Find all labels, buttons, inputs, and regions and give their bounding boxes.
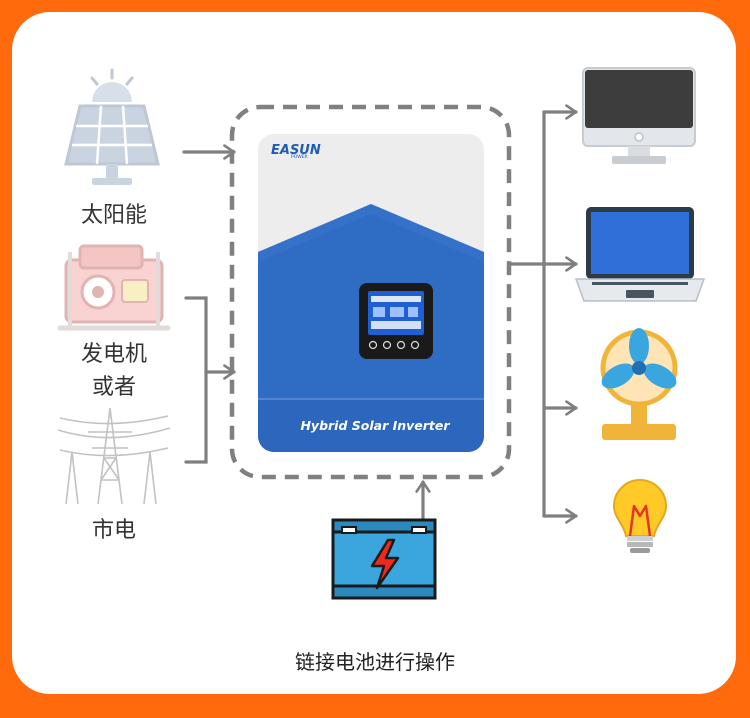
generator-label: 发电机 [80,342,147,367]
caption: 链接电池进行操作 [295,650,455,674]
input-connectors [182,144,236,464]
solar-panel-icon [64,68,160,185]
generator-grid-bracket [184,296,208,464]
display-button [368,340,378,350]
laptop-icon [574,207,706,302]
fan-icon [600,328,678,440]
grid-label: 市电 [91,518,136,543]
display-button [396,340,406,350]
generator-icon [57,244,171,331]
generator-or-label: 或者 [91,375,136,400]
output-connectors [508,104,578,524]
display-button [410,340,420,350]
monitor-icon [582,67,696,164]
model-label: Hybrid Solar Inverter [300,418,450,433]
brand-subtitle: POWER [291,154,308,160]
battery-icon [331,518,437,600]
power-tower-icon [57,407,171,505]
brand-logo: EASUN [271,143,321,158]
light-bulb-icon [612,478,668,553]
inverter-display [359,283,433,359]
display-button [382,340,392,350]
inverter-dashed-border [229,104,512,480]
inverter-unit: EASUN POWER Hybrid Solar Inverter [258,134,484,452]
solar-label: 太阳能 [80,203,147,228]
